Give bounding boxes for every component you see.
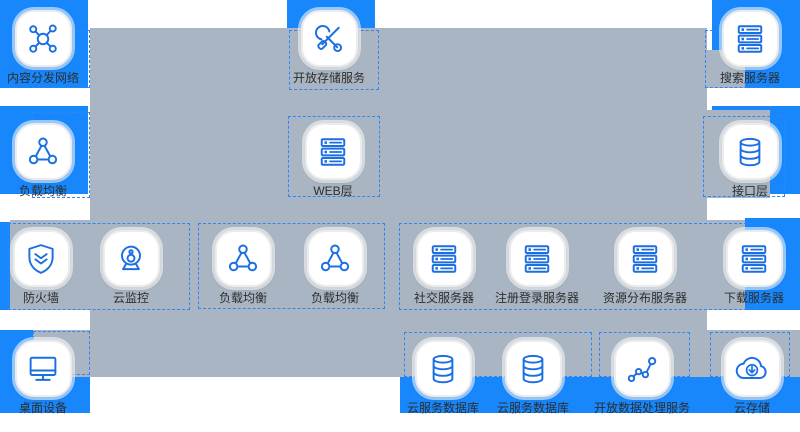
webcam-icon <box>113 241 149 277</box>
group-selection-border <box>703 116 785 197</box>
node-card[interactable] <box>721 123 779 180</box>
node-label: 搜索服务器 <box>719 71 780 85</box>
node-social-server[interactable]: 社交服务器 <box>389 230 499 305</box>
server-icon <box>627 241 663 277</box>
network-nodes-icon <box>25 21 61 57</box>
node-label: 云服务数据库 <box>496 401 569 415</box>
node-label: WEB层 <box>313 184 353 198</box>
node-label: 桌面设备 <box>18 401 67 415</box>
server-icon <box>315 134 351 170</box>
node-label: 防火墙 <box>22 291 59 305</box>
shield-icon <box>23 241 59 277</box>
database-icon <box>515 351 551 387</box>
node-label: 下载服务器 <box>723 291 784 305</box>
node-desktop-device[interactable]: 桌面设备 <box>0 340 98 415</box>
server-icon <box>426 241 462 277</box>
cloud-download-icon <box>734 351 770 387</box>
group-selection-border <box>404 332 592 377</box>
server-icon <box>736 241 772 277</box>
node-card[interactable] <box>721 10 779 67</box>
node-cdn[interactable]: 内容分发网络 <box>0 10 98 85</box>
node-card[interactable] <box>306 230 364 287</box>
tools-icon <box>311 21 347 57</box>
node-label: 云存储 <box>733 401 770 415</box>
server-icon <box>732 21 768 57</box>
node-search-server[interactable]: 搜索服务器 <box>695 10 800 85</box>
node-api-layer[interactable]: 接口层 <box>695 123 800 198</box>
node-cloud-monitor[interactable]: 云监控 <box>76 230 186 305</box>
node-card[interactable] <box>725 230 783 287</box>
node-firewall[interactable]: 防火墙 <box>0 230 96 305</box>
node-open-storage-service[interactable]: 开放存储服务 <box>274 10 384 85</box>
node-label: 云服务数据库 <box>406 401 479 415</box>
canvas-panel <box>90 28 707 330</box>
node-card[interactable] <box>616 230 674 287</box>
node-card[interactable] <box>504 340 562 397</box>
node-card[interactable] <box>14 10 72 67</box>
node-load-balancer-3[interactable]: 负载均衡 <box>280 230 390 305</box>
node-card[interactable] <box>304 123 362 180</box>
node-card[interactable] <box>414 340 472 397</box>
node-label: 负载均衡 <box>218 291 267 305</box>
node-card[interactable] <box>102 230 160 287</box>
node-card[interactable] <box>14 340 72 397</box>
node-card[interactable] <box>723 340 781 397</box>
node-label: 云监控 <box>112 291 149 305</box>
scatter-chart-icon <box>624 351 660 387</box>
monitor-icon <box>25 351 61 387</box>
node-label: 负载均衡 <box>18 184 67 198</box>
node-download-server[interactable]: 下载服务器 <box>699 230 800 305</box>
node-card[interactable] <box>300 10 358 67</box>
node-label: 负载均衡 <box>310 291 359 305</box>
node-card[interactable] <box>508 230 566 287</box>
node-cloud-storage[interactable]: 云存储 <box>697 340 800 415</box>
node-card[interactable] <box>613 340 671 397</box>
node-cloud-service-db-2[interactable]: 云服务数据库 <box>478 340 588 415</box>
node-label: 资源分布服务器 <box>602 291 687 305</box>
group-selection-border <box>198 223 385 309</box>
node-load-balancer-1[interactable]: 负载均衡 <box>0 123 98 198</box>
node-load-balancer-2[interactable]: 负载均衡 <box>188 230 298 305</box>
node-label: 内容分发网络 <box>6 71 79 85</box>
node-label: 开放存储服务 <box>292 71 365 85</box>
load-balancer-icon <box>25 134 61 170</box>
node-register-login-server[interactable]: 注册登录服务器 <box>482 230 592 305</box>
load-balancer-icon <box>317 241 353 277</box>
node-card[interactable] <box>14 123 72 180</box>
group-selection-border <box>288 116 380 197</box>
load-balancer-icon <box>225 241 261 277</box>
node-card[interactable] <box>415 230 473 287</box>
node-label: 接口层 <box>731 184 768 198</box>
node-resource-dist-server[interactable]: 资源分布服务器 <box>590 230 700 305</box>
node-label: 社交服务器 <box>413 291 474 305</box>
server-icon <box>519 241 555 277</box>
node-label: 开放数据处理服务 <box>593 401 690 415</box>
node-open-data-processing[interactable]: 开放数据处理服务 <box>587 340 697 415</box>
database-icon <box>425 351 461 387</box>
database-icon <box>732 134 768 170</box>
node-cloud-service-db-1[interactable]: 云服务数据库 <box>388 340 498 415</box>
node-web-layer[interactable]: WEB层 <box>278 123 388 198</box>
node-card[interactable] <box>214 230 272 287</box>
node-card[interactable] <box>12 230 70 287</box>
node-label: 注册登录服务器 <box>494 291 579 305</box>
group-selection-border <box>8 223 190 310</box>
